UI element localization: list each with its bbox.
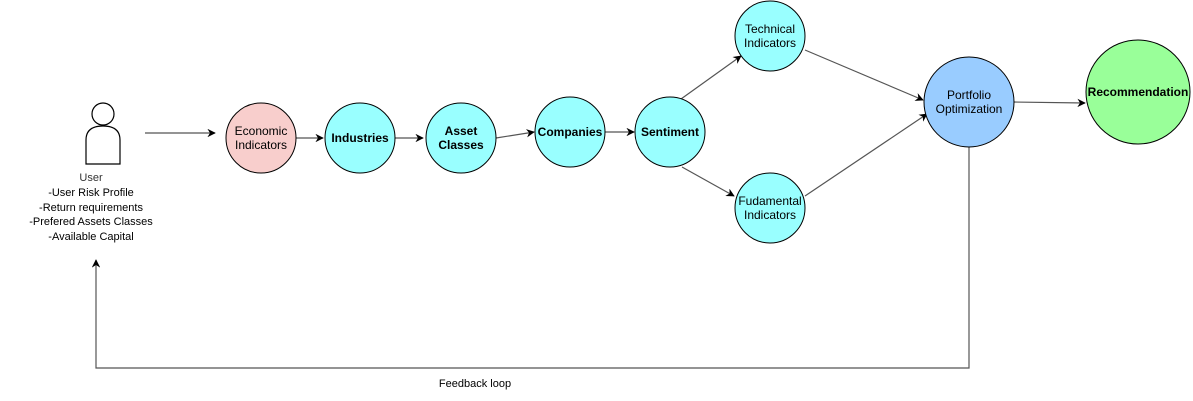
label-line: Sentiment: [640, 125, 700, 139]
node-companies: [534, 96, 606, 168]
user-attribute: -Prefered Assets Classes: [29, 216, 153, 228]
label-line: Indicators: [743, 36, 797, 50]
label-economic-indicators: Economic Indicators: [235, 124, 288, 152]
user-attribute: -Available Capital: [48, 230, 134, 243]
label-portfolio-optimization: Portfolio Optimization: [936, 88, 1003, 116]
node-industries: [324, 102, 396, 174]
label-line: Indicators: [743, 208, 797, 222]
user-title: User: [79, 172, 103, 184]
node-technical-indicators: [734, 0, 806, 72]
node-sentiment: [634, 96, 706, 168]
edge-asset-companies: [495, 129, 535, 139]
node-recommendation: [1085, 39, 1191, 145]
feedback-loop-label: Feedback loop: [438, 378, 512, 390]
label-line: Fudamental: [738, 194, 802, 208]
user-icon: [85, 102, 121, 165]
label-line: Companies: [537, 125, 603, 139]
label-line: Optimization: [935, 102, 1003, 116]
edge-sentiment-technical: [680, 55, 742, 100]
label-line: Portfolio: [946, 88, 992, 102]
label-fundamental-indicators: Fudamental Indicators: [738, 194, 801, 222]
node-fundamental-indicators: [734, 172, 806, 244]
label-companies: Companies: [538, 125, 603, 139]
edge-feedback-loop: [91, 146, 970, 369]
label-line: Recommendation: [1087, 85, 1189, 99]
label-line: Economic: [234, 124, 288, 138]
edge-portfolio-recommendation: [1012, 98, 1086, 108]
edge-technical-portfolio: [804, 49, 924, 101]
label-line: Industries: [331, 131, 389, 145]
user-attribute: -User Risk Profile: [48, 187, 134, 199]
label-line: Technical: [744, 22, 796, 36]
node-asset-classes: [425, 102, 497, 174]
label-industries: Industries: [331, 131, 388, 145]
label-recommendation: Recommendation: [1088, 85, 1189, 99]
label-line: Indicators: [234, 138, 288, 152]
node-portfolio-optimization: [923, 56, 1015, 148]
user-attribute: -Return requirements: [39, 201, 143, 214]
node-economic-indicators: [225, 102, 297, 174]
edge-sentiment-fundamental: [681, 166, 735, 197]
label-technical-indicators: Technical Indicators: [744, 22, 796, 50]
label-sentiment: Sentiment: [641, 125, 699, 139]
label-line: Asset: [444, 124, 478, 138]
label-line: Classes: [438, 138, 484, 152]
edge-fundamental-portfolio: [804, 113, 928, 197]
label-asset-classes: Asset Classes: [438, 124, 483, 152]
user-attributes: -User Risk Profile -Return requirements …: [29, 186, 153, 244]
